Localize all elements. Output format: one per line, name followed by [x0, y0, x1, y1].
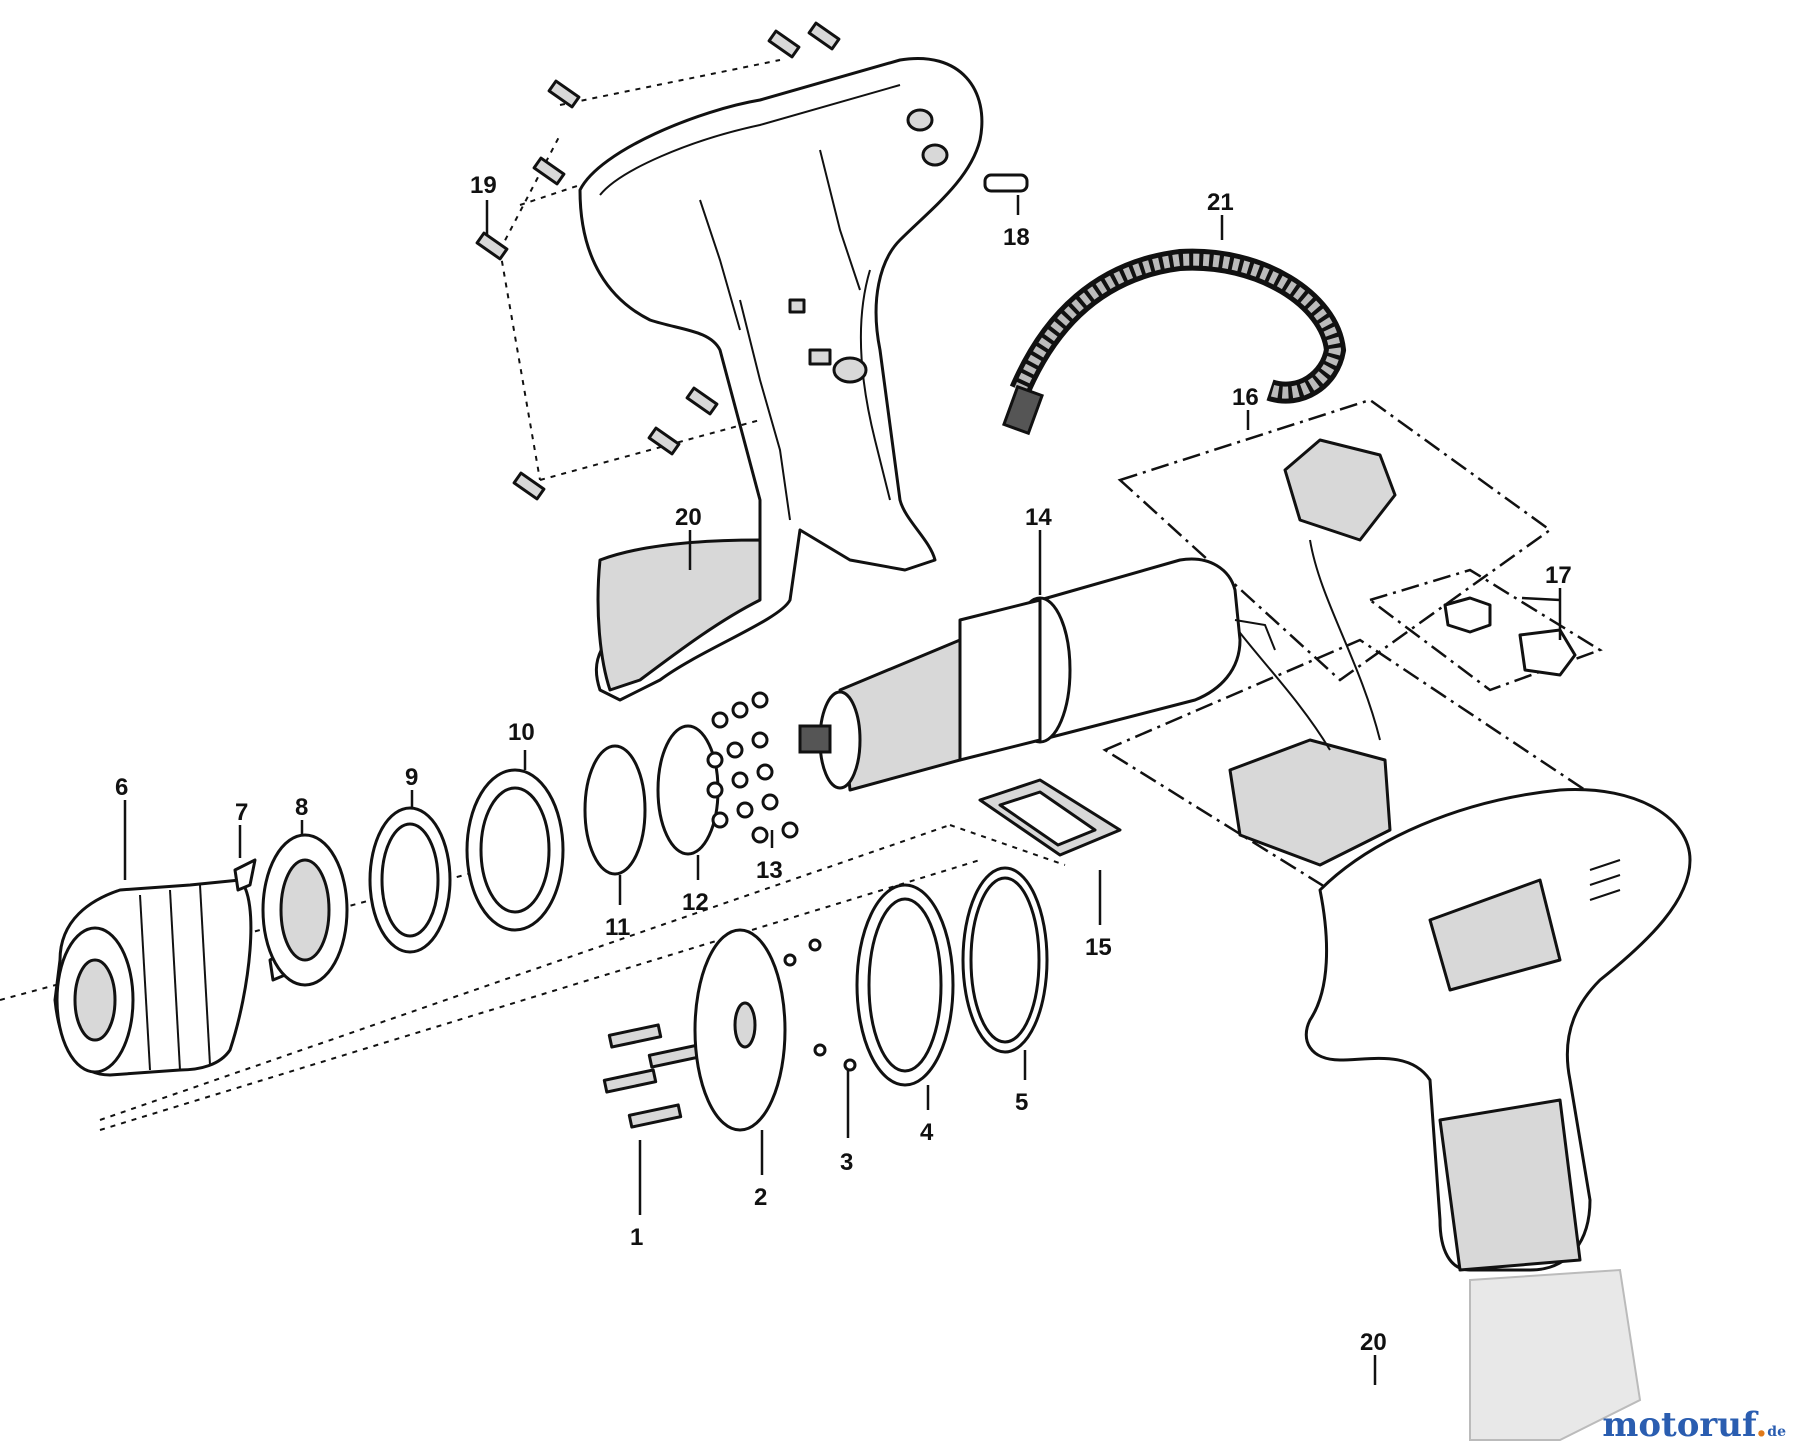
callout-10: 10: [508, 719, 535, 746]
pad-part: [978, 778, 1122, 857]
callout-4: 4: [920, 1119, 934, 1146]
motor: [798, 557, 1276, 792]
switch-assembly: [1102, 398, 1603, 892]
clip-parts: [1367, 568, 1603, 692]
callout-5: 5: [1015, 1089, 1028, 1116]
wrist-strap: [1002, 248, 1347, 436]
screw-icon: [475, 21, 841, 501]
gear-plate-group: [602, 866, 1049, 1132]
callout-19: 19: [470, 172, 497, 199]
callout-20-top: 20: [675, 504, 702, 531]
callout-12: 12: [682, 889, 709, 916]
callout-1: 1: [630, 1224, 643, 1251]
callout-2: 2: [754, 1184, 767, 1211]
callout-18: 18: [1003, 224, 1030, 251]
callout-14: 14: [1025, 504, 1052, 531]
leader-lines: [123, 195, 1562, 1385]
callout-17: 17: [1545, 562, 1572, 589]
watermark-logo: motoruf.de: [1602, 1405, 1786, 1445]
pin-icon: [983, 173, 1029, 193]
callout-9: 9: [405, 764, 418, 791]
callout-13: 13: [756, 857, 783, 884]
callout-15: 15: [1085, 934, 1112, 961]
callout-6: 6: [115, 774, 128, 801]
watermark-tld: de: [1767, 1424, 1786, 1440]
housing-screws: [475, 21, 1029, 501]
callout-7: 7: [235, 799, 248, 826]
housing-half-right: [1304, 788, 1692, 1441]
callout-3: 3: [840, 1149, 853, 1176]
callout-16: 16: [1232, 384, 1259, 411]
housing-half-left: [578, 57, 984, 702]
callout-labels: 1 2 3 4 5 6 7 8 9 10 11 12 13 14 15 16 1…: [115, 172, 1572, 1356]
watermark-main: motoruf: [1602, 1405, 1756, 1445]
watermark-dot: .: [1755, 1405, 1768, 1445]
callout-11: 11: [605, 914, 630, 941]
ball-bearings-icon: [706, 691, 799, 844]
callout-21: 21: [1207, 189, 1234, 216]
chuck-group: [0, 691, 1066, 1131]
callout-20-bottom: 20: [1360, 1329, 1387, 1356]
callout-8: 8: [295, 794, 308, 821]
